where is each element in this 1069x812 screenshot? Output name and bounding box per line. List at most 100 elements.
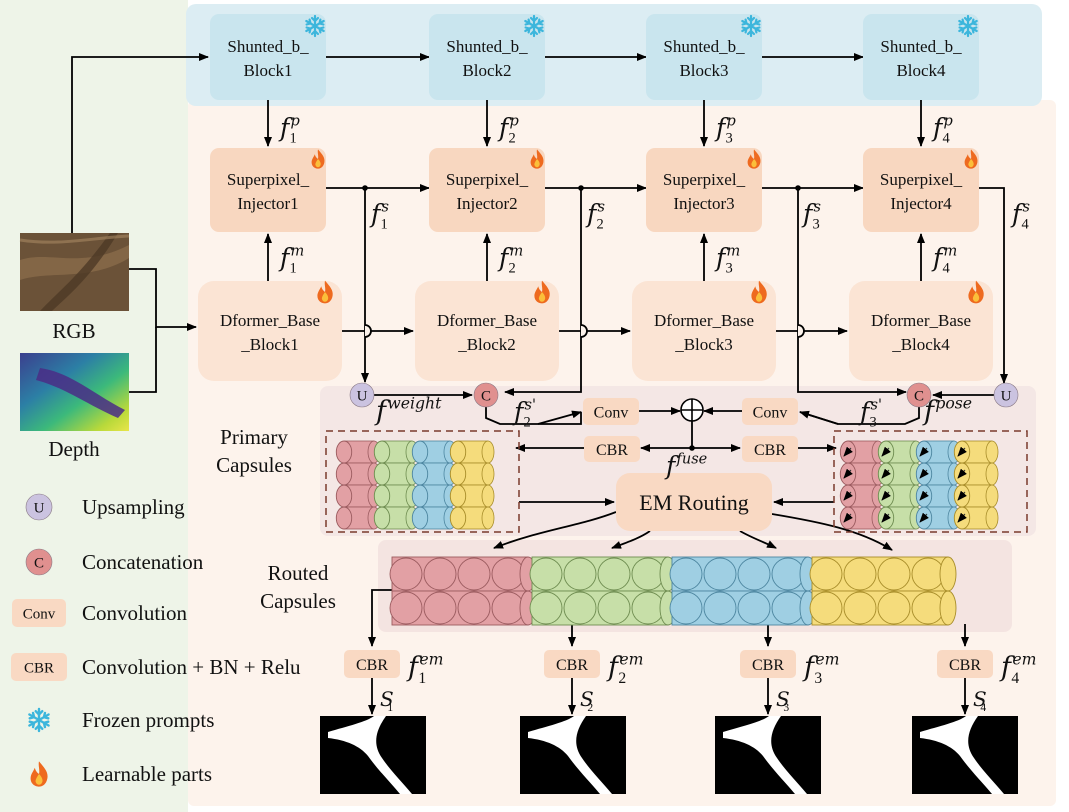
top-band	[186, 4, 1042, 106]
dformer-block-2[interactable]	[415, 281, 559, 381]
dformer-block-1[interactable]	[198, 281, 342, 381]
superpixel-injector-3-line1: Superpixel_	[663, 170, 746, 189]
primary-capsules-label-2: Capsules	[216, 453, 292, 477]
primary-capsules-left	[325, 430, 520, 533]
math-sup: em	[1012, 650, 1036, 669]
math-sub: 3	[726, 131, 733, 147]
cbr-box-right[interactable]	[742, 436, 798, 462]
math-sub: 3	[813, 217, 820, 233]
primary-capsules-right	[833, 430, 1028, 533]
depth-input-image	[20, 353, 129, 431]
cbr-box-right-label: CBR	[754, 442, 786, 459]
shunted-block-2-bg	[429, 14, 545, 100]
capsule-stack	[953, 440, 999, 530]
shunted-block-4-bg	[863, 14, 979, 100]
conv-box-right[interactable]	[742, 398, 798, 425]
legend-symbol: C	[34, 556, 44, 572]
fs4-line	[979, 187, 1008, 384]
math-sup: pose	[935, 394, 972, 413]
math-sub: 1	[418, 670, 426, 687]
cbr-box	[11, 653, 67, 681]
math-base: f	[858, 397, 873, 426]
shunted-block-4[interactable]	[863, 14, 979, 100]
math-label: S1	[380, 687, 394, 714]
shunted-block-1-line2: Block1	[243, 61, 292, 80]
math-base: f	[497, 113, 512, 142]
superpixel-injector-4[interactable]	[863, 148, 979, 232]
math-sup: m	[727, 244, 741, 260]
em-routing-box[interactable]: EM Routing	[616, 473, 772, 531]
concat-node-left-label: C	[481, 389, 491, 405]
line-hop	[797, 324, 805, 338]
superpixel-injector-1-line1: Superpixel_	[227, 170, 310, 189]
math-sup: s	[598, 200, 605, 216]
cbr-out-1-bg	[344, 650, 400, 678]
legend-symbol: U	[34, 501, 45, 517]
concat-node-right-label: C	[914, 389, 924, 405]
cbr-out-3[interactable]	[740, 650, 796, 678]
upsample-node-right[interactable]	[993, 382, 1019, 408]
to-conv-left-arrow	[537, 410, 582, 425]
cbr-box-left-bg	[584, 436, 640, 462]
fs3-down	[797, 188, 907, 396]
math-base: f	[714, 243, 729, 272]
legend-label: Learnable parts	[82, 762, 212, 786]
em-routing-label: EM Routing	[639, 490, 748, 515]
routed-to-cbr-1	[368, 589, 392, 647]
superpixel-injector-2-line2: Injector2	[456, 194, 517, 213]
math-base: f	[497, 243, 512, 272]
dformer-block-4[interactable]	[849, 281, 993, 381]
dformer-block-4-line1: Dformer_Base	[871, 311, 971, 330]
cbr-out-2[interactable]	[544, 650, 600, 678]
legend-item-snowflake-icon: Frozen prompts	[28, 707, 214, 733]
math-base: f	[278, 113, 293, 142]
cbr-out-4[interactable]	[937, 650, 993, 678]
math-sub: 2	[618, 670, 626, 687]
superpixel-injector-3-bg	[646, 148, 762, 232]
superpixel-injector-3-line2: Injector3	[673, 194, 734, 213]
math-sup: em	[419, 650, 443, 669]
conv-box-left-bg	[583, 398, 639, 425]
math-sup: m	[510, 244, 524, 260]
line-hop	[580, 324, 588, 338]
shunted-block-4-line1: Shunted_b_	[880, 37, 962, 56]
concat-node-left[interactable]	[473, 382, 499, 408]
math-sup: s'	[525, 398, 536, 414]
math-sub: 3	[814, 670, 822, 687]
cbr-out-3-label: CBR	[752, 657, 784, 674]
upsample-node-left[interactable]	[349, 382, 375, 408]
superpixel-injector-1[interactable]	[210, 148, 326, 232]
math-base: S	[380, 687, 394, 711]
cbr-box-right-bg	[742, 436, 798, 462]
superpixel-injector-2[interactable]	[429, 148, 545, 232]
math-sup: s	[382, 200, 389, 216]
math-sub: 3	[783, 701, 789, 714]
math-sup: s	[1023, 200, 1030, 216]
cbr-box-left[interactable]	[584, 436, 640, 462]
shunted-block-3[interactable]	[646, 14, 762, 100]
fs2-down	[504, 188, 582, 396]
dformer-block-3[interactable]	[632, 281, 776, 381]
math-sub: 1	[290, 131, 297, 147]
shunted-block-1[interactable]	[210, 14, 326, 100]
cbr-out-1[interactable]	[344, 650, 400, 678]
dformer-block-1-line1: Dformer_Base	[220, 311, 320, 330]
shunted-block-2[interactable]	[429, 14, 545, 100]
math-label: S3	[776, 687, 790, 714]
math-sub: 4	[1011, 670, 1019, 687]
conv-box-left[interactable]	[583, 398, 639, 425]
superpixel-injector-3[interactable]	[646, 148, 762, 232]
math-base: f	[714, 113, 729, 142]
legend-symbol: CBR	[24, 661, 54, 677]
concat-node-right[interactable]	[906, 382, 932, 408]
math-sub: 1	[387, 701, 393, 714]
rgb-to-dformer	[129, 268, 197, 331]
